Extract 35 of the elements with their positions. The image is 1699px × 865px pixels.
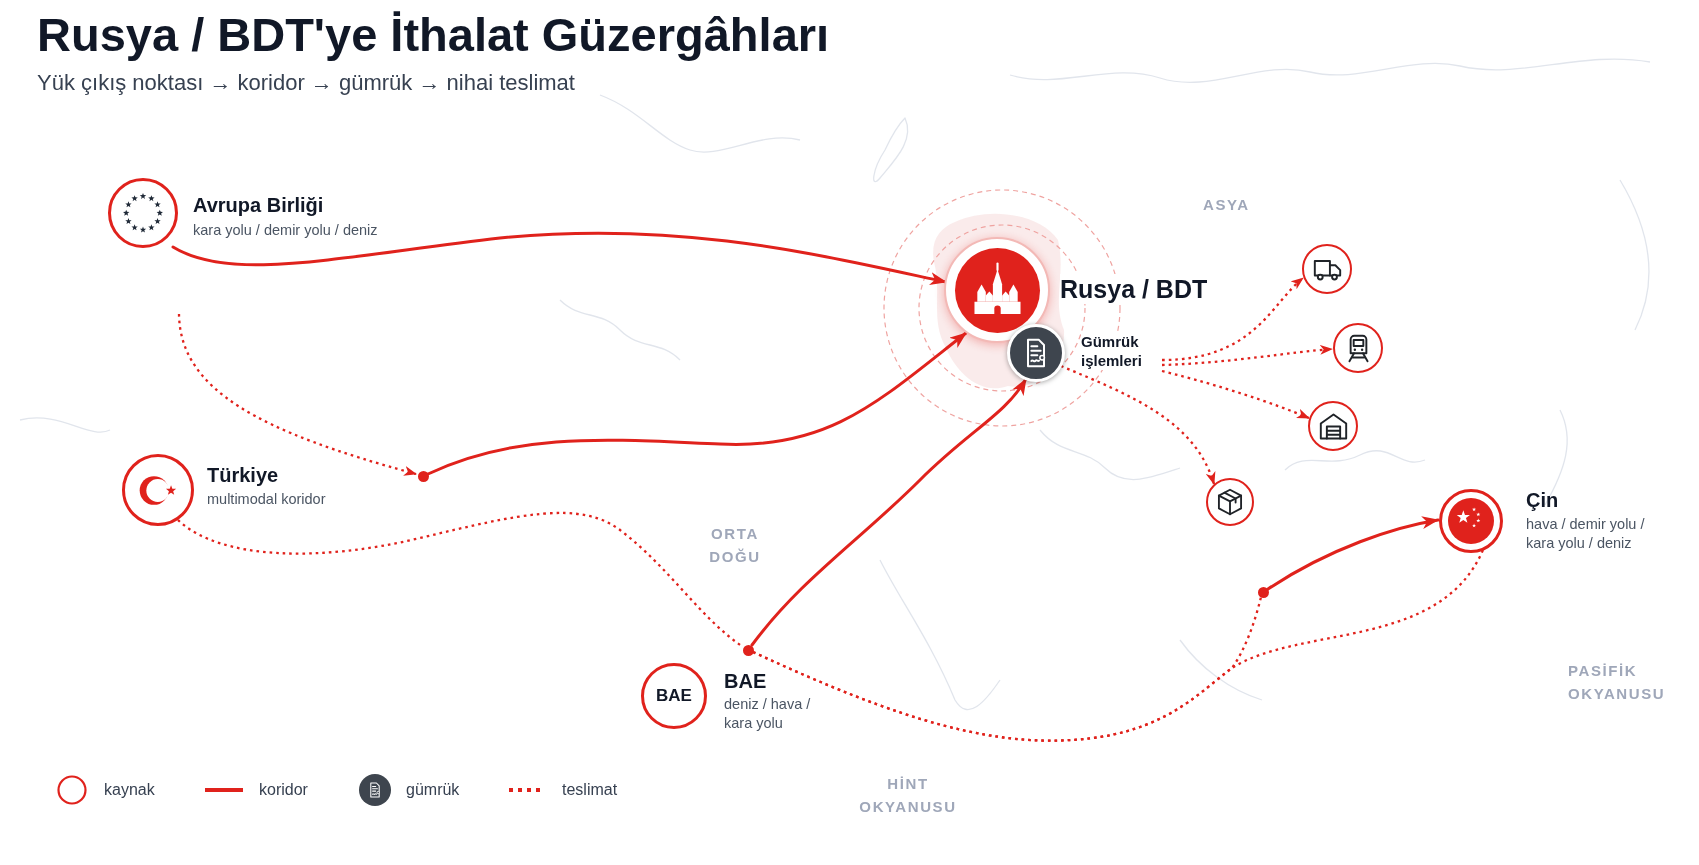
node-subtitle: hava / demir yolu / kara yolu / deniz (1526, 515, 1646, 553)
legend-label: kaynak (104, 780, 155, 800)
legend-label: koridor (259, 780, 308, 800)
node-title: Rusya / BDT (1060, 274, 1208, 304)
delivery-ring (1302, 244, 1352, 294)
delivery-ring (1333, 323, 1383, 373)
node-title: Türkiye (207, 463, 279, 487)
page-subtitle: Yük çıkış noktası → koridor → gümrük → nihai teslimat (37, 70, 575, 96)
region-label: ORTA DOĞU (708, 524, 762, 567)
region-label: ASYA (1203, 195, 1250, 215)
route-arrow (1266, 516, 1440, 591)
node-subtitle: kara yolu / demir yolu / deniz (193, 221, 378, 240)
junction-dot (742, 644, 754, 656)
country-code: BAE (656, 686, 692, 706)
dotted-route (752, 596, 1263, 742)
delivery-ring (1308, 401, 1358, 451)
legend-label: teslimat (562, 780, 618, 800)
dotted-arrow (1161, 369, 1310, 420)
delivery-ring (1206, 478, 1254, 526)
dotted-arrow (1161, 345, 1333, 367)
node-title: BAE (724, 669, 767, 693)
node-title: Çin (1526, 488, 1559, 512)
dotted-arrow (1161, 277, 1304, 362)
legend-label: gümrük (406, 780, 460, 800)
dotted-arrow (1060, 364, 1216, 485)
region-label: PASİFİK OKYANUSU (1568, 661, 1667, 704)
route-arrow (426, 331, 968, 476)
junction-dot (1257, 586, 1269, 598)
node-title: Avrupa Birliği (193, 193, 324, 217)
junction-dot (417, 470, 429, 482)
node-subtitle: multimodal koridor (207, 490, 326, 509)
node-subtitle: deniz / hava / kara yolu (724, 695, 812, 733)
dotted-arrow (177, 313, 417, 476)
region-label: HİNT OKYANUSU (858, 774, 958, 817)
route-arrow (750, 377, 1028, 647)
